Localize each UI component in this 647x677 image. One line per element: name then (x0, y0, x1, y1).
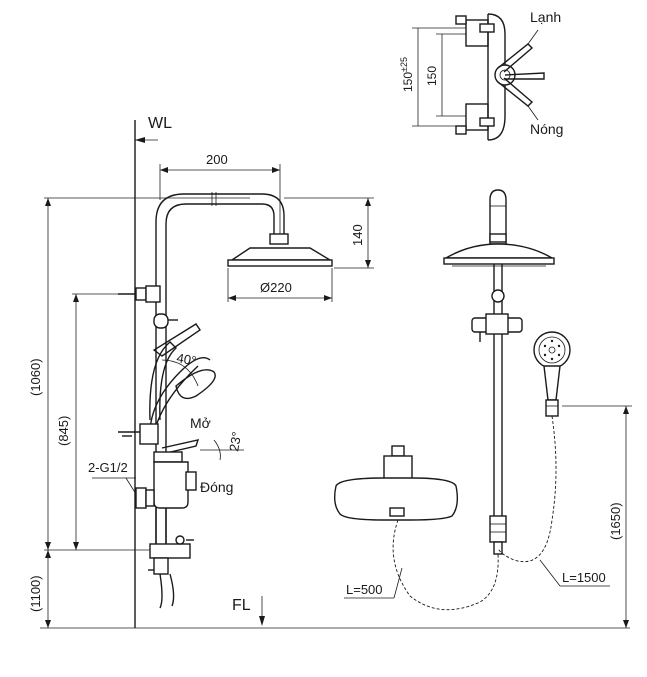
thread-label: 2-G1/2 (88, 460, 128, 475)
dim-1100: (1100) (28, 575, 43, 612)
front-view: (1650) L=500 L=1500 (333, 189, 632, 628)
dim-845: (845) (56, 416, 71, 446)
dim-150-tolerance: 150±25 (399, 57, 415, 92)
angle-23-label: 23° (226, 431, 244, 453)
dim-1060: (1060) (28, 358, 43, 396)
dim-1650: (1650) (608, 502, 623, 540)
dim-200: 200 (206, 152, 228, 167)
close-label: Đóng (200, 479, 233, 495)
wall-label: WL (148, 115, 172, 132)
valve-detail: Lạnh Nóng 150±25 150 (399, 9, 563, 141)
hot-label: Nóng (530, 121, 563, 137)
floor-label: FL (232, 597, 251, 614)
hose-1500-label: L=1500 (562, 570, 606, 585)
cold-label: Lạnh (530, 9, 561, 25)
angle-40-label: 40° (175, 350, 197, 368)
dim-150: 150 (425, 66, 439, 86)
dim-220: Ø220 (260, 280, 292, 295)
left-dimensions: (1060) (845) (1100) (28, 197, 250, 628)
dim-140: 140 (350, 224, 365, 246)
hose-500-label: L=500 (346, 582, 383, 597)
wall-floor: WL FL (40, 115, 630, 629)
side-view: 200 140 Ø220 (88, 152, 374, 609)
open-label: Mở (190, 415, 211, 431)
